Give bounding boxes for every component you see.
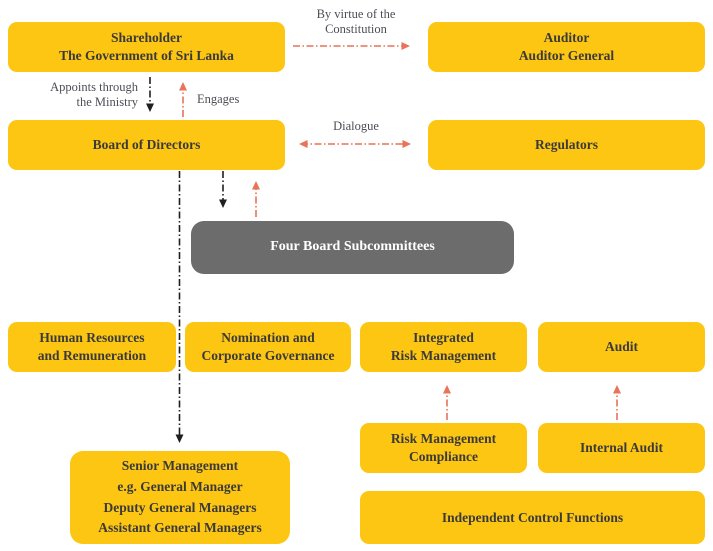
- node-independent-control-functions: Independent Control Functions: [360, 491, 705, 544]
- label-dialogue: Dialogue: [333, 119, 379, 133]
- node-human-resources-remuneration: Human Resources and Remuneration: [8, 322, 176, 372]
- label-engages: Engages: [197, 92, 240, 106]
- label-by-virtue-of-constitution: By virtue of the Constitution: [316, 7, 396, 37]
- node-internal-audit: Internal Audit: [538, 423, 705, 473]
- label-appoints-through-ministry: Appoints through the Ministry: [50, 80, 138, 110]
- node-senior-management: Senior Management e.g. General Manager D…: [70, 451, 290, 544]
- node-risk-management-compliance: Risk Management Compliance: [360, 423, 527, 473]
- node-regulators: Regulators: [428, 120, 705, 170]
- node-four-board-subcommittees: Four Board Subcommittees: [191, 221, 514, 274]
- node-shareholder: Shareholder The Government of Sri Lanka: [8, 22, 285, 72]
- node-nomination-corporate-governance: Nomination and Corporate Governance: [185, 322, 351, 372]
- node-audit: Audit: [538, 322, 705, 372]
- node-board-of-directors: Board of Directors: [8, 120, 285, 170]
- node-integrated-risk-management: Integrated Risk Management: [360, 322, 527, 372]
- node-auditor: Auditor Auditor General: [428, 22, 705, 72]
